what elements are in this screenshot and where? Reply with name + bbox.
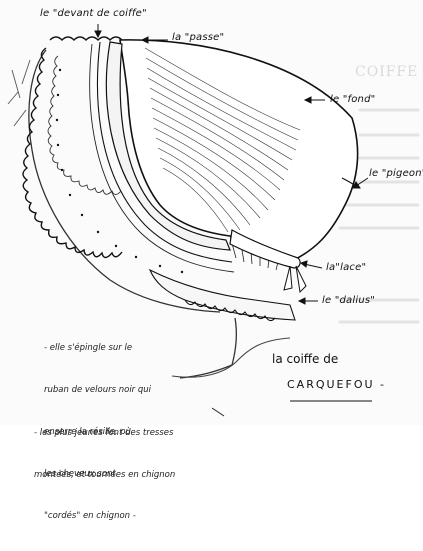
note-bottom-line: - les plus jeunes font des tresses bbox=[34, 426, 175, 440]
hair-strokes bbox=[8, 60, 30, 126]
caption-line-2: CARQUEFOU - bbox=[287, 378, 386, 391]
note-left-line: ruban de velours noir qui bbox=[44, 383, 151, 397]
label-lace: la"lace" bbox=[326, 262, 366, 273]
label-fond: le "fond" bbox=[330, 94, 375, 105]
label-dalius: le "dalius" bbox=[322, 295, 375, 306]
coiffe-illustration: COIFFE le "devant de coiffe" la "passe" … bbox=[0, 0, 423, 425]
background-watermark: COIFFE bbox=[355, 64, 418, 80]
coiffe-dalius bbox=[150, 270, 295, 320]
label-pigeon: le "pigeon" bbox=[369, 168, 423, 179]
note-left-line: "cordés" en chignon - bbox=[44, 509, 151, 523]
note-bottom: - les plus jeunes font des tresses monté… bbox=[34, 398, 175, 510]
note-left-line: - elle s'épingle sur le bbox=[44, 341, 151, 355]
label-passe: la "passe" bbox=[172, 32, 224, 43]
tie-end-2 bbox=[296, 266, 306, 292]
tie-end-1 bbox=[284, 266, 292, 290]
caption-line-1: la coiffe de bbox=[272, 352, 338, 366]
note-bottom-line: montées, et tournées en chignon bbox=[34, 468, 175, 482]
neck-line bbox=[180, 318, 236, 378]
label-devant-de-coiffe: le "devant de coiffe" bbox=[40, 8, 147, 19]
bottom-stroke bbox=[212, 408, 224, 416]
